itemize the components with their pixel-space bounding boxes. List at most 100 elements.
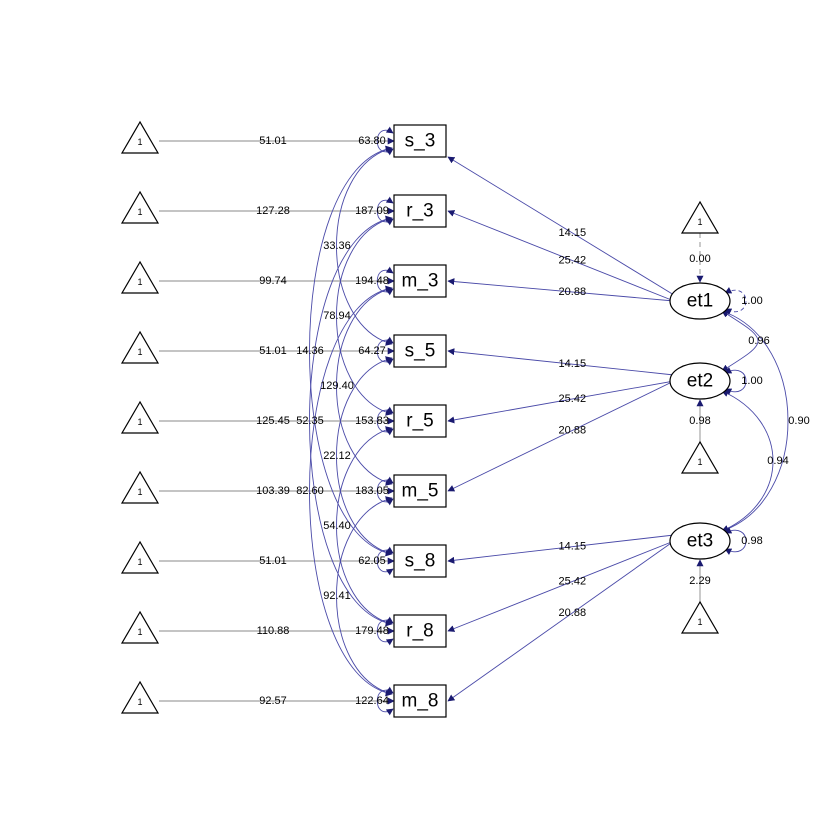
residual-covariance-value: 82.60 xyxy=(296,485,324,497)
residual-variance-loop xyxy=(376,336,394,366)
residual-variance-loop xyxy=(376,686,394,716)
residual-variance-loop xyxy=(376,266,394,296)
residual-variance-value: 122.64 xyxy=(355,695,389,707)
intercept-value: 51.01 xyxy=(259,135,287,147)
observed-node xyxy=(393,124,447,158)
observed-node-label: s_3 xyxy=(405,131,436,152)
latent-node xyxy=(669,362,731,400)
loading-value: 25.42 xyxy=(559,576,587,588)
intercept-value: 92.57 xyxy=(259,695,287,707)
loading-value: 20.88 xyxy=(559,607,587,619)
intercept-value: 110.88 xyxy=(257,625,290,637)
loading-path xyxy=(447,540,675,702)
loading-value: 20.88 xyxy=(559,425,587,437)
residual-covariance-value: 52.35 xyxy=(296,415,324,427)
observed-node-label: s_8 xyxy=(405,551,436,572)
intercept-triangle-label: 1 xyxy=(137,487,142,497)
latent-node xyxy=(669,522,731,560)
latent-intercept-value: 2.29 xyxy=(689,575,710,587)
loading-value: 14.15 xyxy=(559,227,587,239)
latent-covariance-value: 0.90 xyxy=(788,415,809,427)
latent-covariance-value: 0.94 xyxy=(767,455,788,467)
latent-variance-loop xyxy=(724,367,747,395)
observed-node-label: r_8 xyxy=(406,621,433,642)
residual-covariance-path xyxy=(336,356,393,556)
latent-variance-value: 1.00 xyxy=(741,295,762,307)
loading-value: 14.15 xyxy=(559,541,587,553)
residual-variance-value: 64.27 xyxy=(358,345,386,357)
latent-node-label: et2 xyxy=(687,371,713,392)
latent-intercept-triangle xyxy=(680,440,720,474)
latent-intercept-value: 0.98 xyxy=(689,415,710,427)
observed-node xyxy=(393,404,447,438)
loading-path xyxy=(447,380,675,424)
latent-variance-loop xyxy=(724,527,747,555)
intercept-triangle xyxy=(120,260,160,294)
intercept-triangle-label: 1 xyxy=(137,347,142,357)
latent-intercept-triangle xyxy=(680,600,720,634)
intercept-triangle xyxy=(120,680,160,714)
latent-variance-value: 0.98 xyxy=(741,535,762,547)
residual-variance-value: 183.05 xyxy=(355,485,389,497)
residual-variance-loop xyxy=(376,406,394,436)
residual-covariance-path xyxy=(336,146,393,346)
residual-covariance-value: 92.41 xyxy=(323,590,351,602)
latent-node-label: et1 xyxy=(687,291,713,312)
residual-variance-loop xyxy=(376,476,394,506)
intercept-value: 127.28 xyxy=(256,205,290,217)
intercept-triangle-label: 1 xyxy=(137,207,142,217)
intercept-triangle-label: 1 xyxy=(137,137,142,147)
loading-value: 20.88 xyxy=(559,286,587,298)
intercept-value: 125.45 xyxy=(256,415,290,427)
intercept-triangle-label: 1 xyxy=(137,697,142,707)
intercept-triangle xyxy=(120,470,160,504)
observed-node xyxy=(393,614,447,648)
observed-node-label: s_5 xyxy=(405,341,436,362)
residual-covariance-path xyxy=(336,496,393,696)
latent-covariance-path xyxy=(721,309,789,533)
residual-variance-loop xyxy=(376,196,394,226)
loading-value: 14.15 xyxy=(559,358,587,370)
intercept-value: 103.39 xyxy=(256,485,290,497)
loading-path xyxy=(447,534,675,564)
residual-variance-value: 179.48 xyxy=(355,625,389,637)
intercept-triangle xyxy=(120,120,160,154)
observed-node xyxy=(393,194,447,228)
residual-covariance-value: 33.36 xyxy=(323,240,351,252)
intercept-triangle-label: 1 xyxy=(137,277,142,287)
intercept-value: 51.01 xyxy=(259,555,287,567)
residual-covariance-value: 129.40 xyxy=(320,380,354,392)
residual-covariance-value: 14.36 xyxy=(296,345,324,357)
loading-path xyxy=(447,348,675,376)
residual-variance-loop xyxy=(376,616,394,646)
intercept-triangle-label: 1 xyxy=(137,417,142,427)
loading-value: 25.42 xyxy=(559,393,587,405)
observed-node xyxy=(393,264,447,298)
latent-covariance-path xyxy=(721,390,774,532)
intercept-triangle-label: 1 xyxy=(137,627,142,637)
residual-covariance-value: 78.94 xyxy=(323,310,351,322)
latent-node-label: et3 xyxy=(687,531,713,552)
residual-variance-value: 187.09 xyxy=(355,205,389,217)
intercept-triangle xyxy=(120,610,160,644)
observed-node xyxy=(393,684,447,718)
intercept-triangle-label: 1 xyxy=(137,557,142,567)
latent-intercept-triangle-label: 1 xyxy=(697,617,702,627)
latent-covariance-path xyxy=(721,310,759,372)
loading-path xyxy=(447,540,675,632)
latent-variance-loop xyxy=(724,287,747,315)
intercept-value: 99.74 xyxy=(259,275,287,287)
intercept-triangle xyxy=(120,400,160,434)
residual-variance-value: 194.48 xyxy=(355,275,389,287)
residual-covariance-path xyxy=(336,426,393,626)
latent-variance-value: 1.00 xyxy=(741,375,762,387)
residual-variance-loop xyxy=(376,546,394,576)
observed-node-label: m_3 xyxy=(402,271,439,292)
residual-covariance-value: 22.12 xyxy=(323,450,351,462)
residual-covariance-value: 54.40 xyxy=(323,520,351,532)
residual-covariance-path xyxy=(336,216,393,416)
residual-variance-value: 153.83 xyxy=(355,415,389,427)
latent-node xyxy=(669,282,731,320)
intercept-triangle xyxy=(120,540,160,574)
